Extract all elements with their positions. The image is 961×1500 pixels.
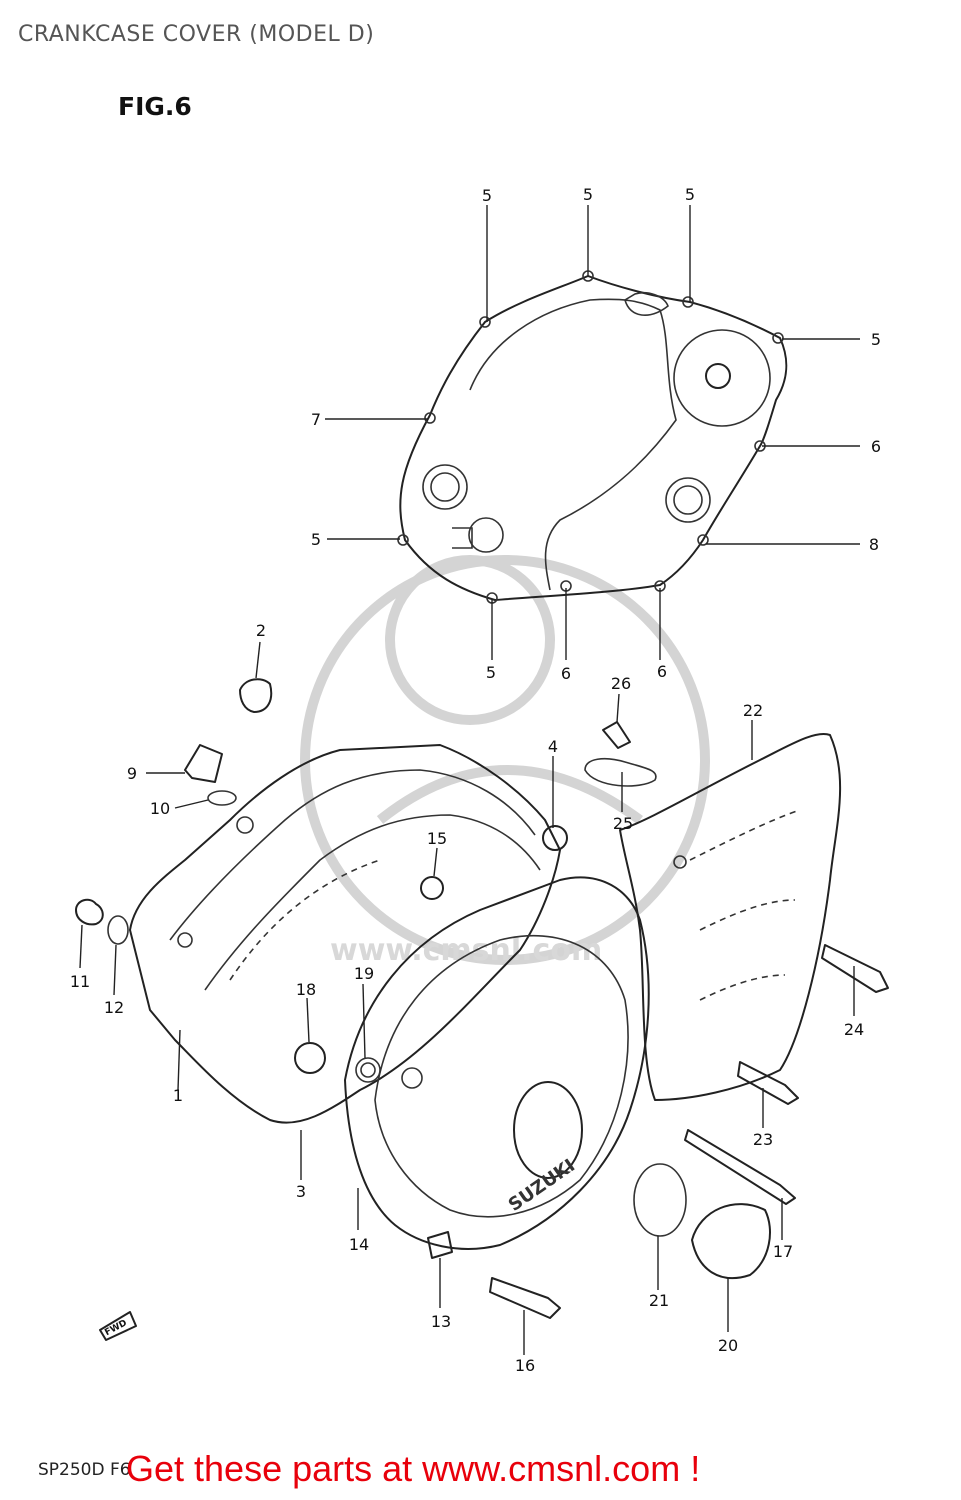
- callout-24: 24: [844, 1020, 864, 1039]
- callout-9: 9: [127, 764, 137, 783]
- watermark-text: www.cmsnl.com: [330, 933, 602, 968]
- callout-5: 5: [685, 185, 695, 204]
- crankcase-cover: [129, 744, 568, 1124]
- callout-25: 25: [613, 814, 633, 833]
- callout-2: 2: [256, 621, 266, 640]
- svg-text:SUZUKI: SUZUKI: [505, 1155, 579, 1216]
- diagram-reference-code: SP250D F6: [38, 1460, 131, 1480]
- figure-label: FIG.6: [118, 92, 192, 121]
- callout-19: 19: [354, 964, 374, 983]
- callout-5: 5: [871, 330, 881, 349]
- callout-15: 15: [427, 829, 447, 848]
- page-title: CRANKCASE COVER (MODEL D): [18, 22, 375, 47]
- callout-10: 10: [150, 799, 170, 818]
- callout-21: 21: [649, 1291, 669, 1310]
- callout-6: 6: [657, 662, 667, 681]
- callout-20: 20: [718, 1336, 738, 1355]
- callout-6: 6: [871, 437, 881, 456]
- watermark-logo: www.cmsnl.com: [300, 555, 710, 968]
- callout-5: 5: [583, 185, 593, 204]
- sprocket-cover: [619, 733, 842, 1101]
- small-parts: FWD: [75, 678, 889, 1341]
- callout-5: 5: [482, 186, 492, 205]
- parts-link-banner[interactable]: Get these parts at www.cmsnl.com !: [126, 1448, 701, 1489]
- callout-14: 14: [349, 1235, 369, 1254]
- leader-lines: [79, 205, 860, 1355]
- callout-23: 23: [753, 1130, 773, 1149]
- callout-16: 16: [515, 1356, 535, 1375]
- callout-4: 4: [548, 737, 558, 756]
- callout-5: 5: [486, 663, 496, 682]
- callout-17: 17: [773, 1242, 793, 1261]
- callout-3: 3: [296, 1182, 306, 1201]
- callout-22: 22: [743, 701, 763, 720]
- callout-13: 13: [431, 1312, 451, 1331]
- gasket-outline: [397, 270, 788, 604]
- callout-labels: 5 5 5 5 7 6 5 8 5 6 6 2 26 22 9 10 4 25 …: [70, 185, 881, 1375]
- callout-5: 5: [311, 530, 321, 549]
- callout-12: 12: [104, 998, 124, 1017]
- callout-7: 7: [311, 410, 321, 429]
- callout-8: 8: [869, 535, 879, 554]
- callout-26: 26: [611, 674, 631, 693]
- callout-18: 18: [296, 980, 316, 999]
- callout-1: 1: [173, 1086, 183, 1105]
- callout-11: 11: [70, 972, 90, 991]
- callout-6: 6: [561, 664, 571, 683]
